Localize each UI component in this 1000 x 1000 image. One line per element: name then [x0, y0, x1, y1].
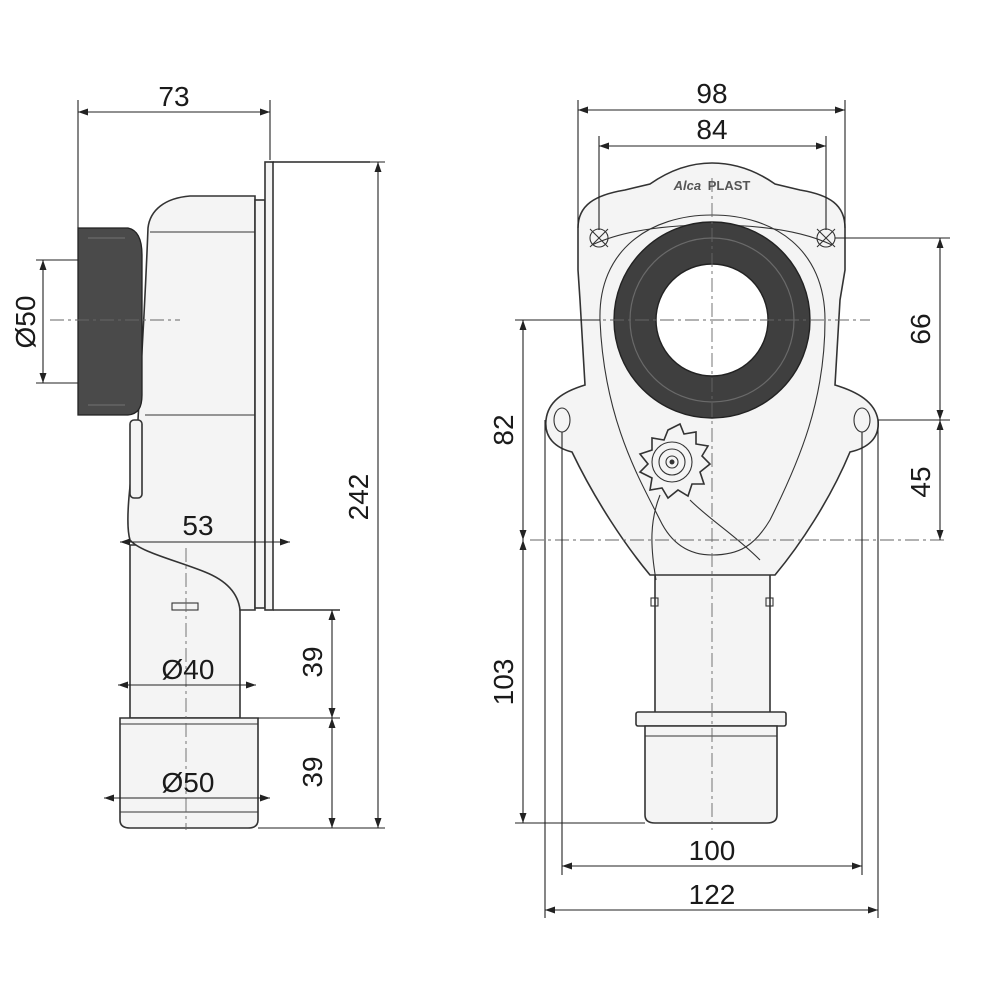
brand-suffix: PLAST: [708, 178, 751, 193]
side-view: 73 Ø50 242 53 Ø40 39 39 Ø50: [10, 81, 385, 830]
dim-side-height: 242: [343, 474, 374, 521]
side-wall-flange: [264, 161, 274, 611]
dim-front-middle-height: 45: [905, 466, 936, 497]
dim-side-segment-upper: 39: [297, 646, 328, 677]
cleaning-knob: [638, 422, 712, 500]
dim-side-width: 73: [158, 81, 189, 112]
side-lever: [129, 419, 143, 499]
dim-front-hole-spacing: 84: [696, 114, 727, 145]
dim-front-center-height: 82: [488, 414, 519, 445]
front-outlet-sleeve: [644, 725, 778, 824]
dim-side-outlet-40: Ø40: [162, 654, 215, 685]
front-outlet-pipe: [654, 569, 771, 719]
dim-side-outlet-50: Ø50: [162, 767, 215, 798]
side-trap-body: [127, 195, 256, 611]
dim-side-inlet-diameter: Ø50: [10, 296, 41, 349]
side-inlet-seal: [77, 227, 143, 416]
side-wall-plate: [254, 199, 266, 609]
dim-front-lower-height: 103: [488, 659, 519, 706]
dim-front-outer-width: 98: [696, 78, 727, 109]
dim-side-offset: 53: [182, 510, 213, 541]
brand-name: Alca: [673, 178, 701, 193]
front-outlet-cup: [635, 711, 787, 727]
dim-front-flange-width: 100: [689, 835, 736, 866]
dim-side-segment-lower: 39: [297, 756, 328, 787]
svg-text:Alca PLAST: Alca PLAST: [673, 178, 751, 193]
dim-front-upper-height: 66: [905, 313, 936, 344]
dim-front-overall-width: 122: [689, 879, 736, 910]
front-view: Alca PLAST 98 84: [488, 78, 950, 918]
front-cover-contour: [599, 214, 826, 556]
